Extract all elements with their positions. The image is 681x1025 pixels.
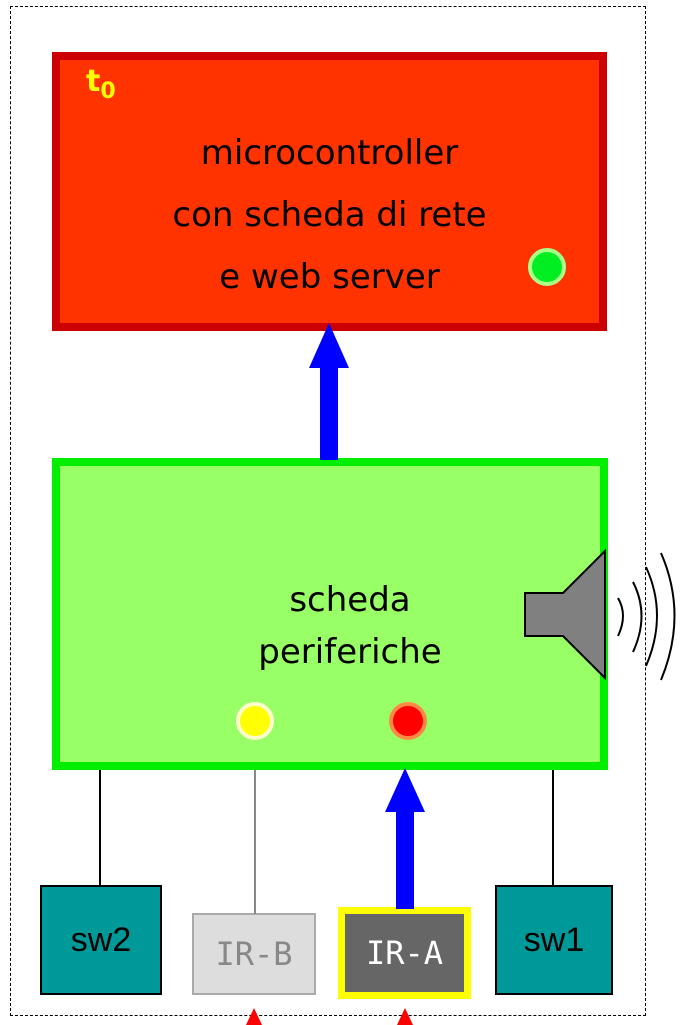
time-marker: t0	[86, 66, 116, 108]
peripherals-label: scheda periferiche	[200, 574, 500, 678]
ir-sensor-b-label: IR-B	[215, 935, 293, 973]
ir-sensor-a-label: IR-A	[365, 934, 444, 972]
time-subscript: 0	[100, 79, 116, 104]
microcontroller-led	[528, 248, 566, 286]
switch-sw1: sw1	[495, 885, 613, 995]
ir-sensor-a-body: IR-A	[345, 914, 464, 992]
ir-sensor-a: IR-A	[338, 907, 471, 999]
microcontroller-label-line1: microcontroller	[200, 133, 459, 173]
peripherals-led-red	[389, 702, 427, 740]
peripherals-label-line1: scheda	[289, 580, 411, 620]
switch-sw2-label: sw2	[70, 920, 132, 959]
data-arrow-up	[309, 323, 349, 460]
microcontroller-label: microcontroller con scheda di rete e web…	[60, 122, 599, 308]
switch-sw2: sw2	[40, 885, 162, 995]
speaker-icon	[524, 548, 606, 681]
data-arrow-ir-a	[385, 768, 425, 909]
switch-sw1-label: sw1	[523, 920, 585, 959]
peripherals-label-line2: periferiche	[258, 632, 442, 672]
microcontroller-label-line3: e web server	[219, 257, 440, 297]
system-boundary	[10, 6, 646, 1016]
trigger-arrow-ir-b	[246, 1008, 262, 1025]
sound-waves-icon	[617, 552, 676, 681]
peripherals-led-yellow	[236, 702, 274, 740]
time-label: t	[86, 64, 101, 99]
trigger-arrow-ir-a	[397, 1008, 413, 1025]
microcontroller-label-line2: con scheda di rete	[172, 195, 487, 235]
